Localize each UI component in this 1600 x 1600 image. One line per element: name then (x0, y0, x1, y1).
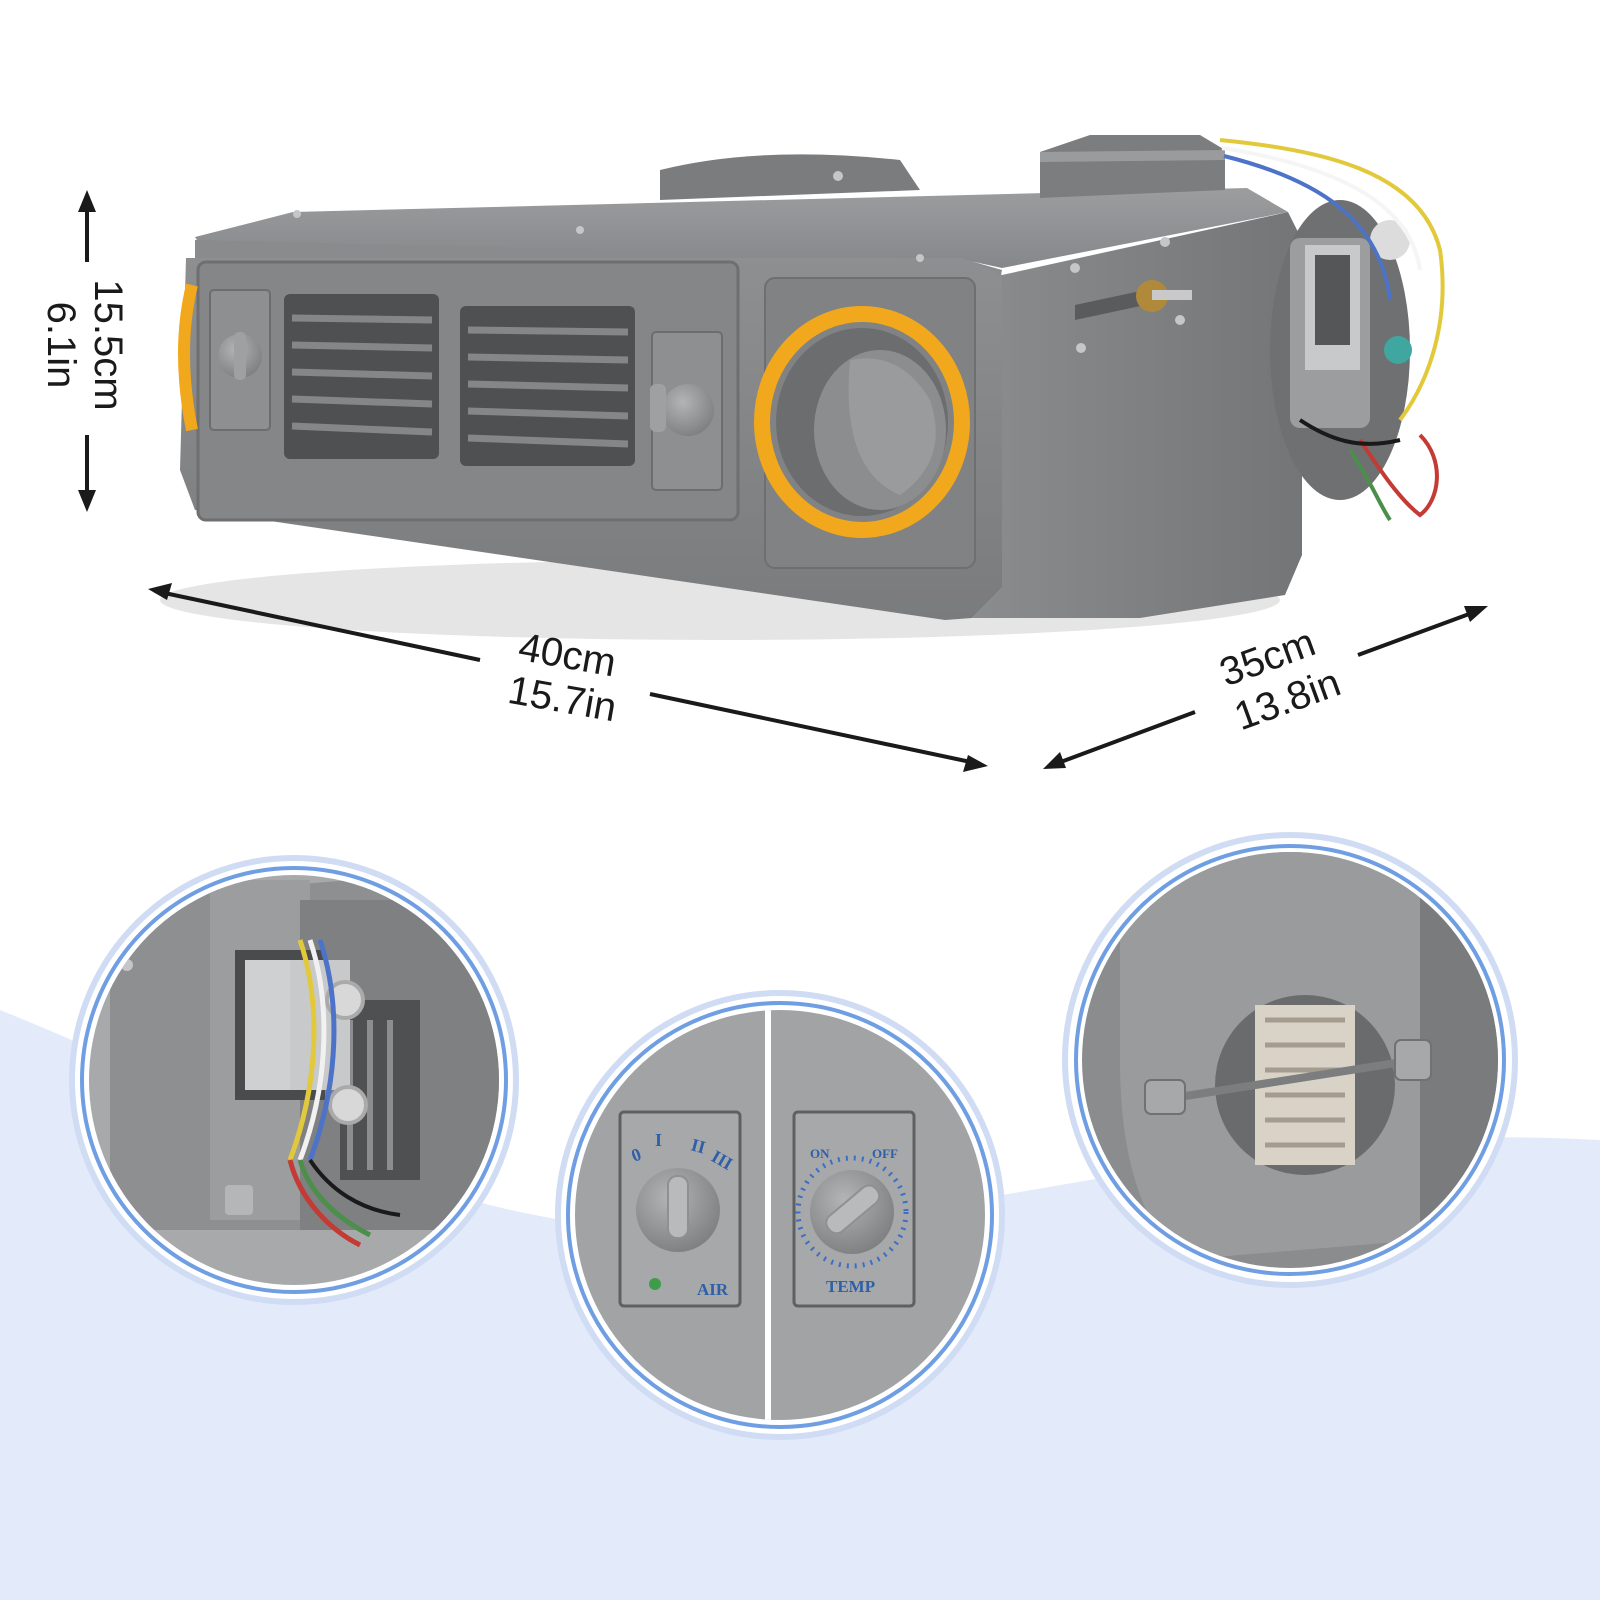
detail-circle-blower (1062, 832, 1518, 1288)
on-label: ON (810, 1146, 830, 1161)
height-metric-label: 15.5cm (86, 279, 130, 410)
evaporator-unit (160, 135, 1445, 640)
off-label: OFF (872, 1146, 898, 1161)
temp-label: TEMP (826, 1277, 875, 1296)
air-label: AIR (697, 1280, 729, 1299)
height-imperial-label: 6.1in (39, 302, 83, 389)
fan-speed-1: I (655, 1130, 662, 1150)
height-dimension: 15.5cm 6.1in (39, 190, 130, 512)
detail-circle-valve (69, 855, 519, 1305)
power-indicator-led (649, 1278, 661, 1290)
vent-slats (291, 314, 629, 448)
fan-speed-2: II (689, 1135, 708, 1158)
detail-circle-controls: 0 I II III AIR ON OFF TEMP (555, 990, 1005, 1440)
depth-dimension: 35cm 13.8in (1043, 606, 1488, 769)
